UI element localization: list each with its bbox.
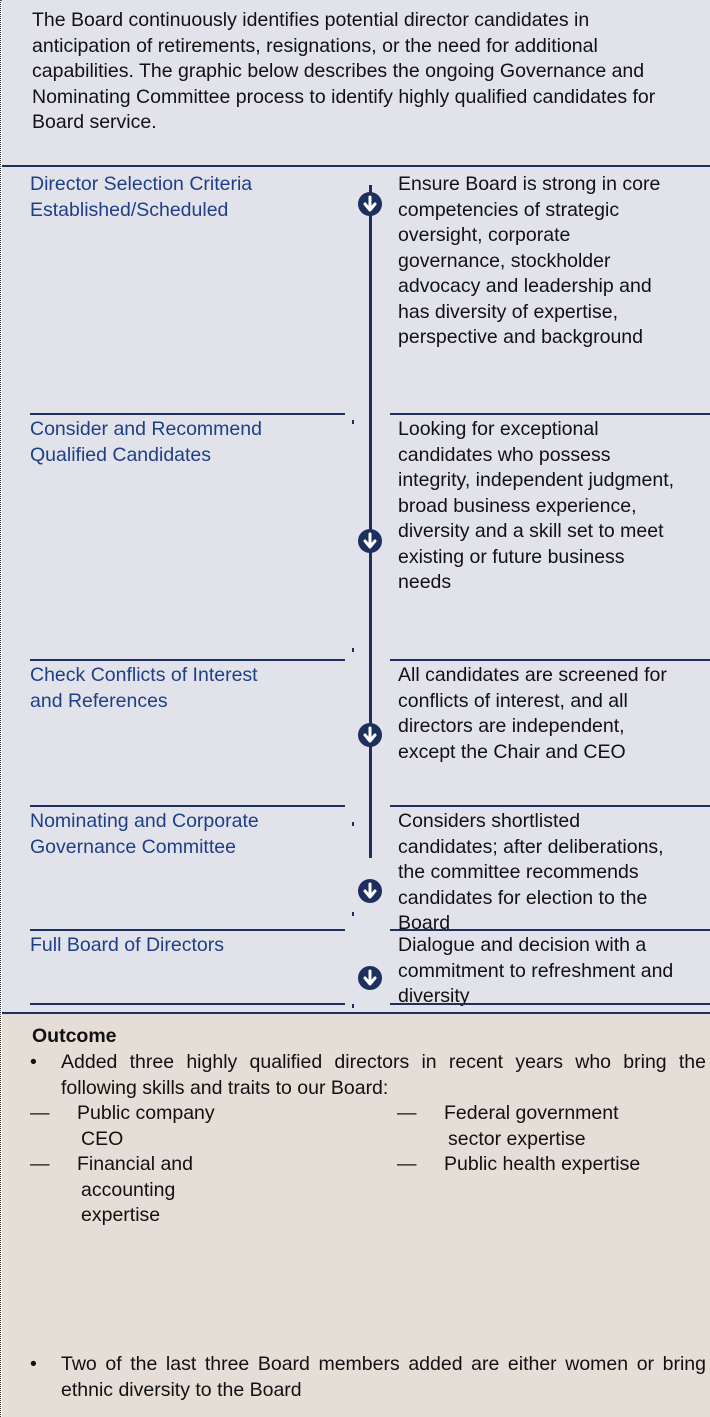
skill-text-line: accounting — [81, 1178, 176, 1201]
step-divider-left — [30, 929, 345, 931]
intro-paragraph: The Board continuously identifies potent… — [32, 9, 656, 133]
down-arrow-circle-icon — [358, 966, 382, 990]
step-title-line: Governance Committee — [30, 835, 236, 858]
down-arrow-circle-icon — [358, 879, 382, 903]
skill-text-line: Federal government — [444, 1102, 619, 1124]
step-description-line: oversight, corporate — [398, 224, 571, 246]
step-title-line: Director Selection Criteria — [30, 173, 253, 195]
step-description-line: candidates for election to the — [398, 886, 648, 909]
step-description-line: perspective and background — [398, 326, 643, 348]
step-description-line: the committee recommends — [398, 861, 639, 883]
step-divider-left — [30, 1003, 345, 1005]
step-description-line: governance, stockholder — [398, 249, 611, 272]
step-description-line: directors are independent, — [398, 715, 625, 737]
step-divider-right — [390, 659, 710, 661]
step-description: Looking for exceptional candidates who po… — [398, 417, 703, 596]
skill-text: Federal government sector expertise — [444, 1101, 644, 1152]
dash-marker: — — [397, 1153, 417, 1175]
step-title-line: Qualified Candidates — [30, 443, 212, 466]
down-arrow-circle-icon — [358, 723, 382, 747]
step-divider-right — [390, 805, 710, 807]
step-divider-right — [390, 1003, 710, 1005]
step-description-line: broad business experience, — [398, 494, 637, 517]
timeline-tick — [352, 420, 354, 424]
dash-marker: — — [30, 1153, 50, 1175]
timeline-tick — [352, 1004, 354, 1008]
step-title: Check Conflicts of Interest and Reference… — [30, 663, 340, 714]
skill-text-line: sector expertise — [448, 1127, 586, 1150]
step-divider-right — [390, 413, 710, 415]
step-description-line: Ensure Board is strong in core — [398, 173, 661, 195]
step-description: All candidates are screened for conflicts… — [398, 663, 703, 765]
step-description: Ensure Board is strong in core competenci… — [398, 172, 703, 351]
step-divider-left — [30, 659, 345, 661]
step-divider-left — [30, 805, 345, 807]
bullet-marker: • — [30, 1353, 37, 1375]
step-divider-right — [390, 929, 710, 931]
step-description-line: commitment to refreshment and — [398, 959, 674, 982]
dash-marker: — — [397, 1102, 417, 1124]
step-divider-left — [30, 413, 345, 415]
outcome-bullet-2-text: Two of the last three Board members adde… — [61, 1353, 706, 1401]
step-description-line: has diversity of expertise, — [398, 300, 619, 323]
skill-text-line: expertise — [81, 1204, 161, 1226]
skill-text-line: Financial and — [77, 1153, 193, 1175]
step-title-line: Consider and Recommend — [30, 418, 262, 440]
skill-text: Public health expertise — [444, 1152, 644, 1178]
step-title-line: Established/Scheduled — [30, 198, 229, 221]
process-section — [2, 165, 710, 1012]
step-description-line: Considers shortlisted — [398, 810, 581, 832]
outcome-bullet-1-text: Added three highly qualified directors i… — [61, 1051, 706, 1099]
skill-text-line: CEO — [81, 1127, 124, 1150]
intro-section: The Board continuously identifies potent… — [2, 0, 710, 165]
outcome-title: Outcome — [32, 1025, 117, 1047]
timeline-tick — [352, 912, 354, 916]
outcome-section: Outcome • Added three highly qualified d… — [2, 1012, 710, 1417]
step-description-line: except the Chair and CEO — [398, 740, 626, 763]
step-title-line: Check Conflicts of Interest — [30, 664, 258, 686]
step-description-line: competencies of strategic — [398, 198, 620, 221]
step-description-line: Dialogue and decision with a — [398, 934, 647, 956]
step-description: Dialogue and decision with a commitment t… — [398, 933, 703, 1010]
step-description-line: candidates; after deliberations, — [398, 835, 664, 858]
skill-text-line: Public health expertise — [444, 1153, 641, 1175]
step-title-line: Full Board of Directors — [30, 934, 224, 956]
timeline-tick — [352, 648, 354, 652]
skill-text: Financial and accounting expertise — [77, 1152, 277, 1229]
down-arrow-circle-icon — [358, 529, 382, 553]
step-description-line: diversity and a skill set to meet — [398, 520, 664, 542]
step-description-line: needs — [398, 571, 452, 593]
down-arrow-circle-icon — [358, 192, 382, 216]
step-description-line: existing or future business — [398, 545, 625, 568]
skill-text-line: Public company — [77, 1102, 215, 1124]
step-title: Full Board of Directors — [30, 933, 340, 959]
step-title-line: and References — [30, 689, 168, 712]
step-description-line: Board — [398, 912, 451, 934]
timeline-tick — [352, 822, 354, 826]
step-description: Considers shortlisted candidates; after d… — [398, 809, 703, 937]
step-description-line: advocacy and leadership and — [398, 275, 652, 297]
step-title-line: Nominating and Corporate — [30, 810, 259, 832]
dash-marker: — — [30, 1102, 50, 1124]
step-description-line: All candidates are screened for — [398, 664, 667, 686]
step-description-line: integrity, independent judgment, — [398, 469, 675, 491]
step-description-line: diversity — [398, 985, 470, 1007]
step-description-line: candidates who possess — [398, 443, 611, 466]
step-description-line: conflicts of interest, and all — [398, 689, 628, 712]
step-description-line: Looking for exceptional — [398, 418, 599, 440]
timeline-line — [369, 185, 372, 858]
bullet-marker: • — [30, 1051, 37, 1073]
